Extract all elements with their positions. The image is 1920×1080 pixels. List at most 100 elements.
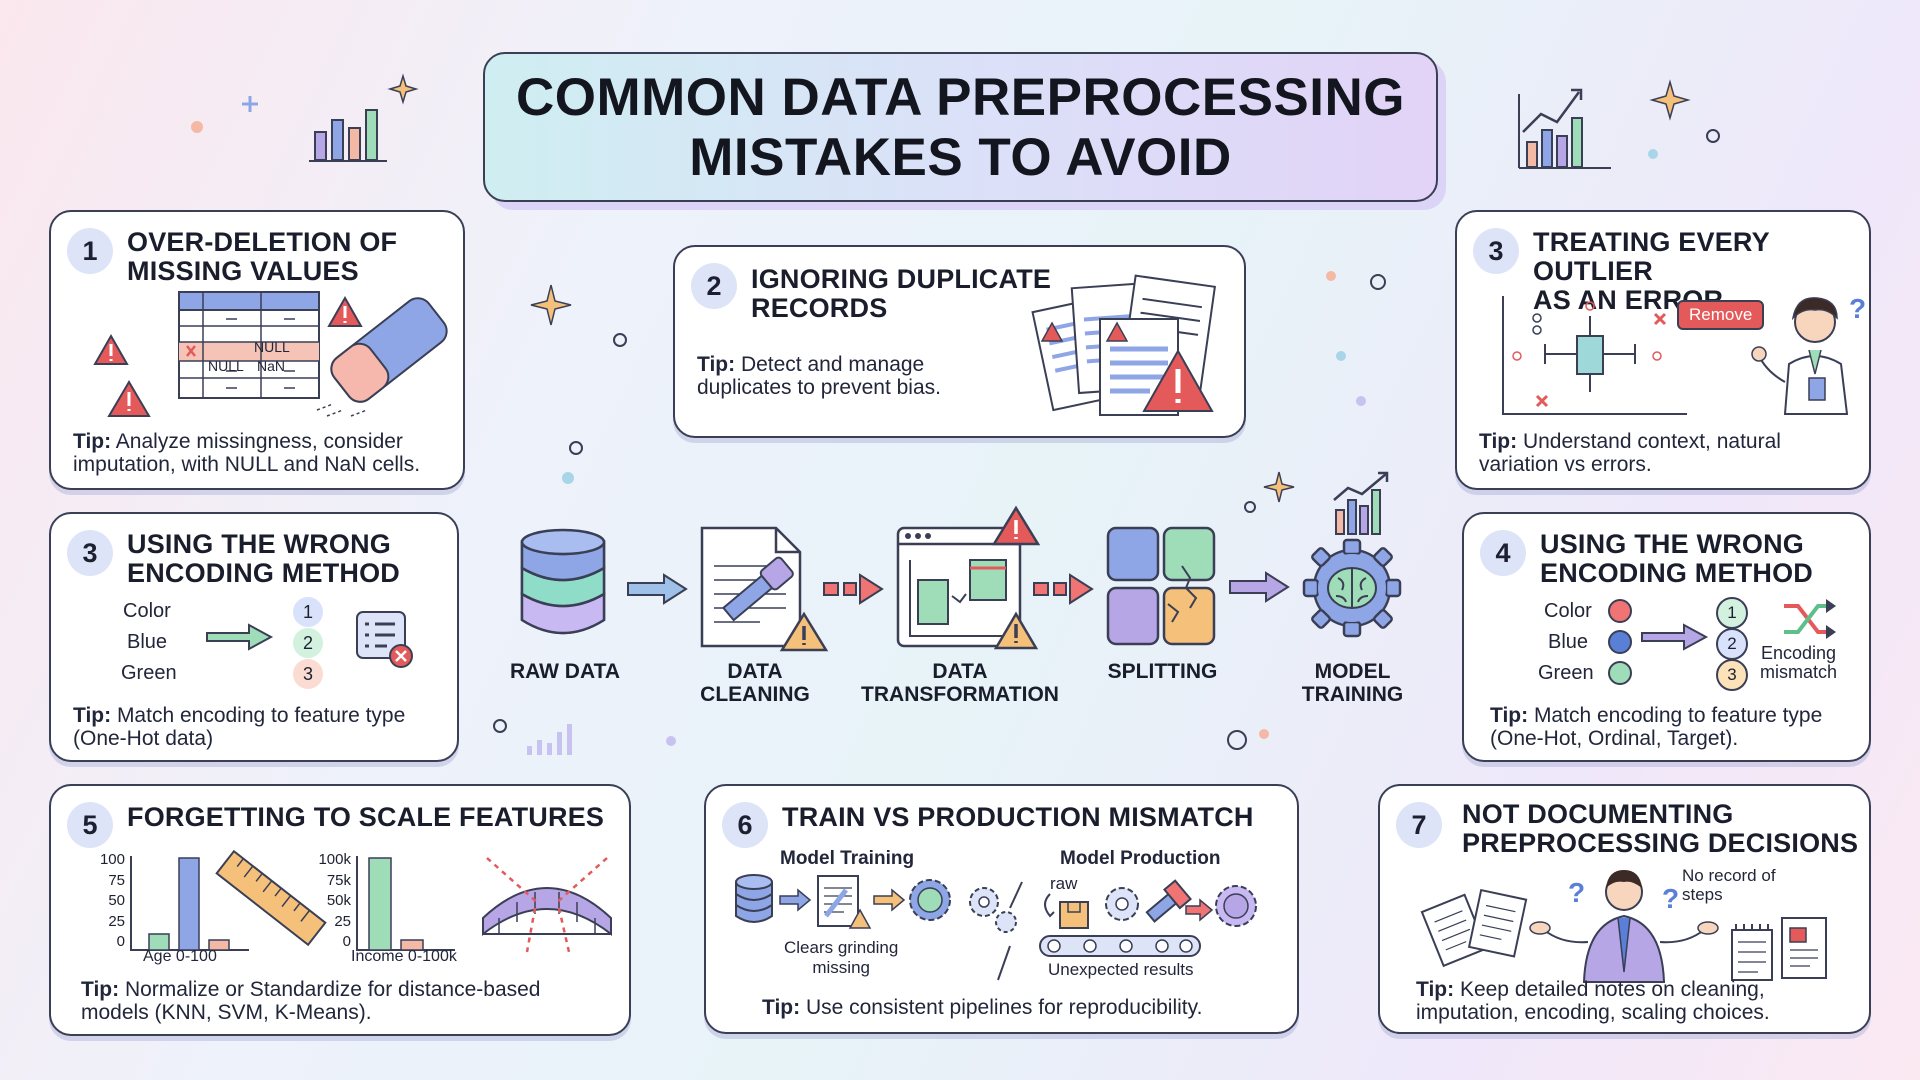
eraser-icon [330,297,448,403]
dot-icon [1706,129,1720,143]
card-title: USING THE WRONG ENCODING METHOD [1540,529,1813,588]
card-title: USING THE WRONG ENCODING METHOD [127,529,400,588]
question-icon: ? [1849,293,1866,324]
database-icon [735,874,773,923]
card-encoding-right: 4 USING THE WRONG ENCODING METHOD Color … [1462,512,1871,762]
confused-person-illustration: ? ? [1420,870,1827,983]
card-documentation: 7 NOT DOCUMENTING PREPROCESSING DECISION… [1378,784,1871,1034]
card-tip: Tip: Analyze missingness, consider imput… [73,430,421,476]
card-title: FORGETTING TO SCALE FEATURES [127,802,605,832]
card-tip: Tip: Normalize or Standardize for distan… [81,978,541,1024]
income-tick-labels: 100k 75k 50k 25 0 [318,851,351,950]
card-title: TRAIN VS PRODUCTION MISMATCH [782,802,1254,832]
card-number: 2 [691,263,737,309]
duplicate-docs-illustration [1031,274,1216,416]
card-tip: Tip: Match encoding to feature type (One… [73,704,406,750]
age-bar-chart [130,856,249,951]
report-icon [1781,917,1827,979]
arrow-right-icon [1229,571,1290,603]
sparkle-icon [530,284,572,326]
bar-chart-icon [309,109,387,162]
boxplot-illustration: ? [1502,293,1866,415]
brain-gear-icon [909,879,951,921]
data-cleaning-icon [700,526,829,652]
box-icon [1059,901,1089,929]
remove-badge: Remove [1677,300,1765,330]
broken-tool-icon [1145,879,1192,923]
card-number: 6 [722,802,768,848]
card-train-production: 6 TRAIN VS PRODUCTION MISMATCH Model Tra… [704,784,1299,1034]
dot-icon [569,441,583,455]
title-banner: COMMON DATA PREPROCESSING MISTAKES TO AV… [483,52,1438,202]
card-scale-features: 5 FORGETTING TO SCALE FEATURES 100 75 50… [49,784,631,1036]
mini-bars-icon [527,724,572,755]
card-tip: Tip: Keep detailed notes on cleaning, im… [1416,978,1770,1024]
dot-icon [1648,149,1658,159]
shuffle-icon [1784,599,1836,639]
card-tip: Tip: Detect and manage duplicates to pre… [697,353,941,399]
ruler-icon [215,849,327,947]
card-encoding-left: 3 USING THE WRONG ENCODING METHOD Color … [49,512,459,762]
card-tip: Tip: Match encoding to feature type (One… [1490,704,1823,750]
bridge-icon [482,857,612,953]
data-transformation-icon [896,505,1041,650]
dot-icon [1244,501,1256,513]
card-title: NOT DOCUMENTING PREPROCESSING DECISIONS [1462,799,1859,858]
card-number: 7 [1396,802,1442,848]
splitting-icon [1106,526,1216,646]
train-prod-illustration [735,874,1257,981]
dot-icon [562,472,574,484]
x-mark-icon [1653,312,1667,326]
arrow-dashed-icon [823,573,884,605]
brain-gear-icon [1215,885,1257,927]
brain-gear-icon [1302,538,1402,638]
arrow-right-icon [206,623,274,651]
database-icon [520,528,606,635]
card-tip: Tip: Understand context, natural variati… [1479,430,1781,476]
gear-icon [1105,887,1139,921]
dot-icon [191,121,203,133]
card-number: 4 [1480,530,1526,576]
dot-icon [1370,274,1386,290]
missing-table-illustration [93,291,448,417]
conveyor-icon [1039,935,1201,957]
person-icon [1529,870,1719,983]
sparkle-icon [387,73,419,105]
growth-chart-icon [1333,471,1389,535]
card-title: TREATING EVERY OUTLIER AS AN ERROR [1533,227,1770,315]
card-number: 3 [67,530,113,576]
arrow-right-icon [1641,623,1709,651]
card-over-deletion: 1 OVER-DELETION OF MISSING VALUES NULL N… [49,210,465,490]
scientist-icon [1751,297,1849,415]
dot-icon [1259,729,1269,739]
color-dots [1608,599,1632,685]
card-number: 1 [67,228,113,274]
income-bar-chart [356,856,455,951]
gear-icon [969,887,1017,933]
x-mark-icon [1535,394,1549,408]
document-icon [817,875,872,929]
question-icon: ? [1662,883,1679,914]
dot-icon [1356,396,1366,406]
card-title: IGNORING DUPLICATE RECORDS [751,264,1052,323]
sparkle-icon [1263,471,1295,503]
question-icon: ? [1568,877,1585,908]
arrow-right-icon [627,573,688,605]
card-title: OVER-DELETION OF MISSING VALUES [127,227,398,286]
card-number: 3 [1473,228,1519,274]
arrow-dashed-icon [1033,573,1094,605]
plus-icon [242,96,258,112]
dot-icon [666,736,676,746]
card-number: 5 [67,802,113,848]
card-duplicate-records: 2 IGNORING DUPLICATE RECORDS Tip: Detect… [673,245,1246,438]
dot-icon [1227,730,1247,750]
dot-icon [493,719,507,733]
page-title: COMMON DATA PREPROCESSING MISTAKES TO AV… [516,68,1405,187]
dot-icon [613,333,627,347]
notepad-icon [1731,924,1773,981]
dot-icon [1336,351,1346,361]
card-tip: Tip: Use consistent pipelines for reprod… [762,996,1203,1019]
list-error-icon [356,611,413,668]
age-tick-labels: 100 75 50 25 0 [99,851,125,950]
dot-icon [1326,271,1336,281]
